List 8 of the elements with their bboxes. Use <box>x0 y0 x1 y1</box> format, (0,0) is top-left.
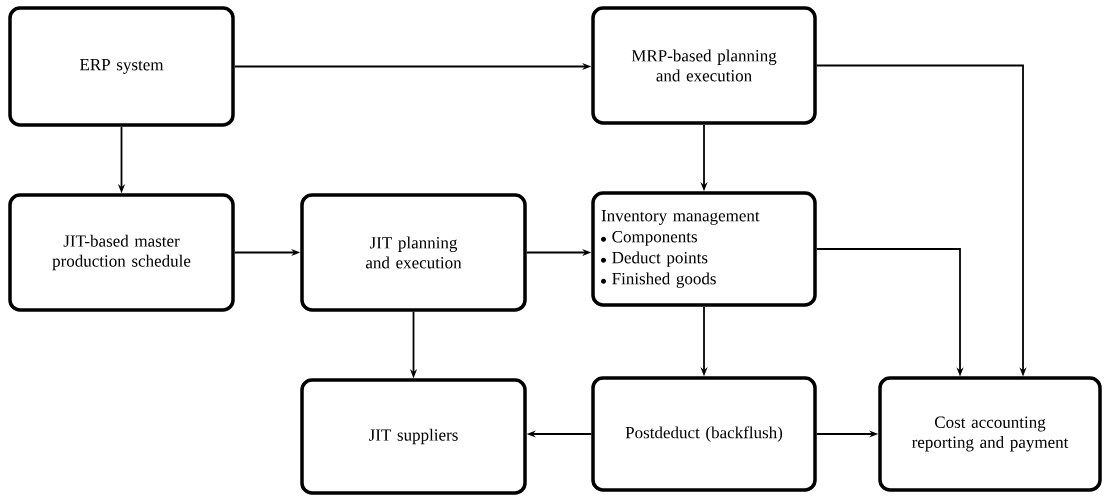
process-box: MRP-based planning and execution <box>591 6 817 125</box>
process-box: Cost accounting reporting and payment <box>878 376 1102 492</box>
process-box: Inventory management Components Deduct points Finished goods <box>591 191 817 307</box>
process-box: Postdeduct (backflush) <box>591 376 817 492</box>
process-box: ERP system <box>8 6 235 127</box>
process-box: JIT-based master production schedule <box>8 193 235 312</box>
process-box: JIT planning and execution <box>300 193 527 312</box>
process-box: JIT suppliers <box>300 378 527 495</box>
